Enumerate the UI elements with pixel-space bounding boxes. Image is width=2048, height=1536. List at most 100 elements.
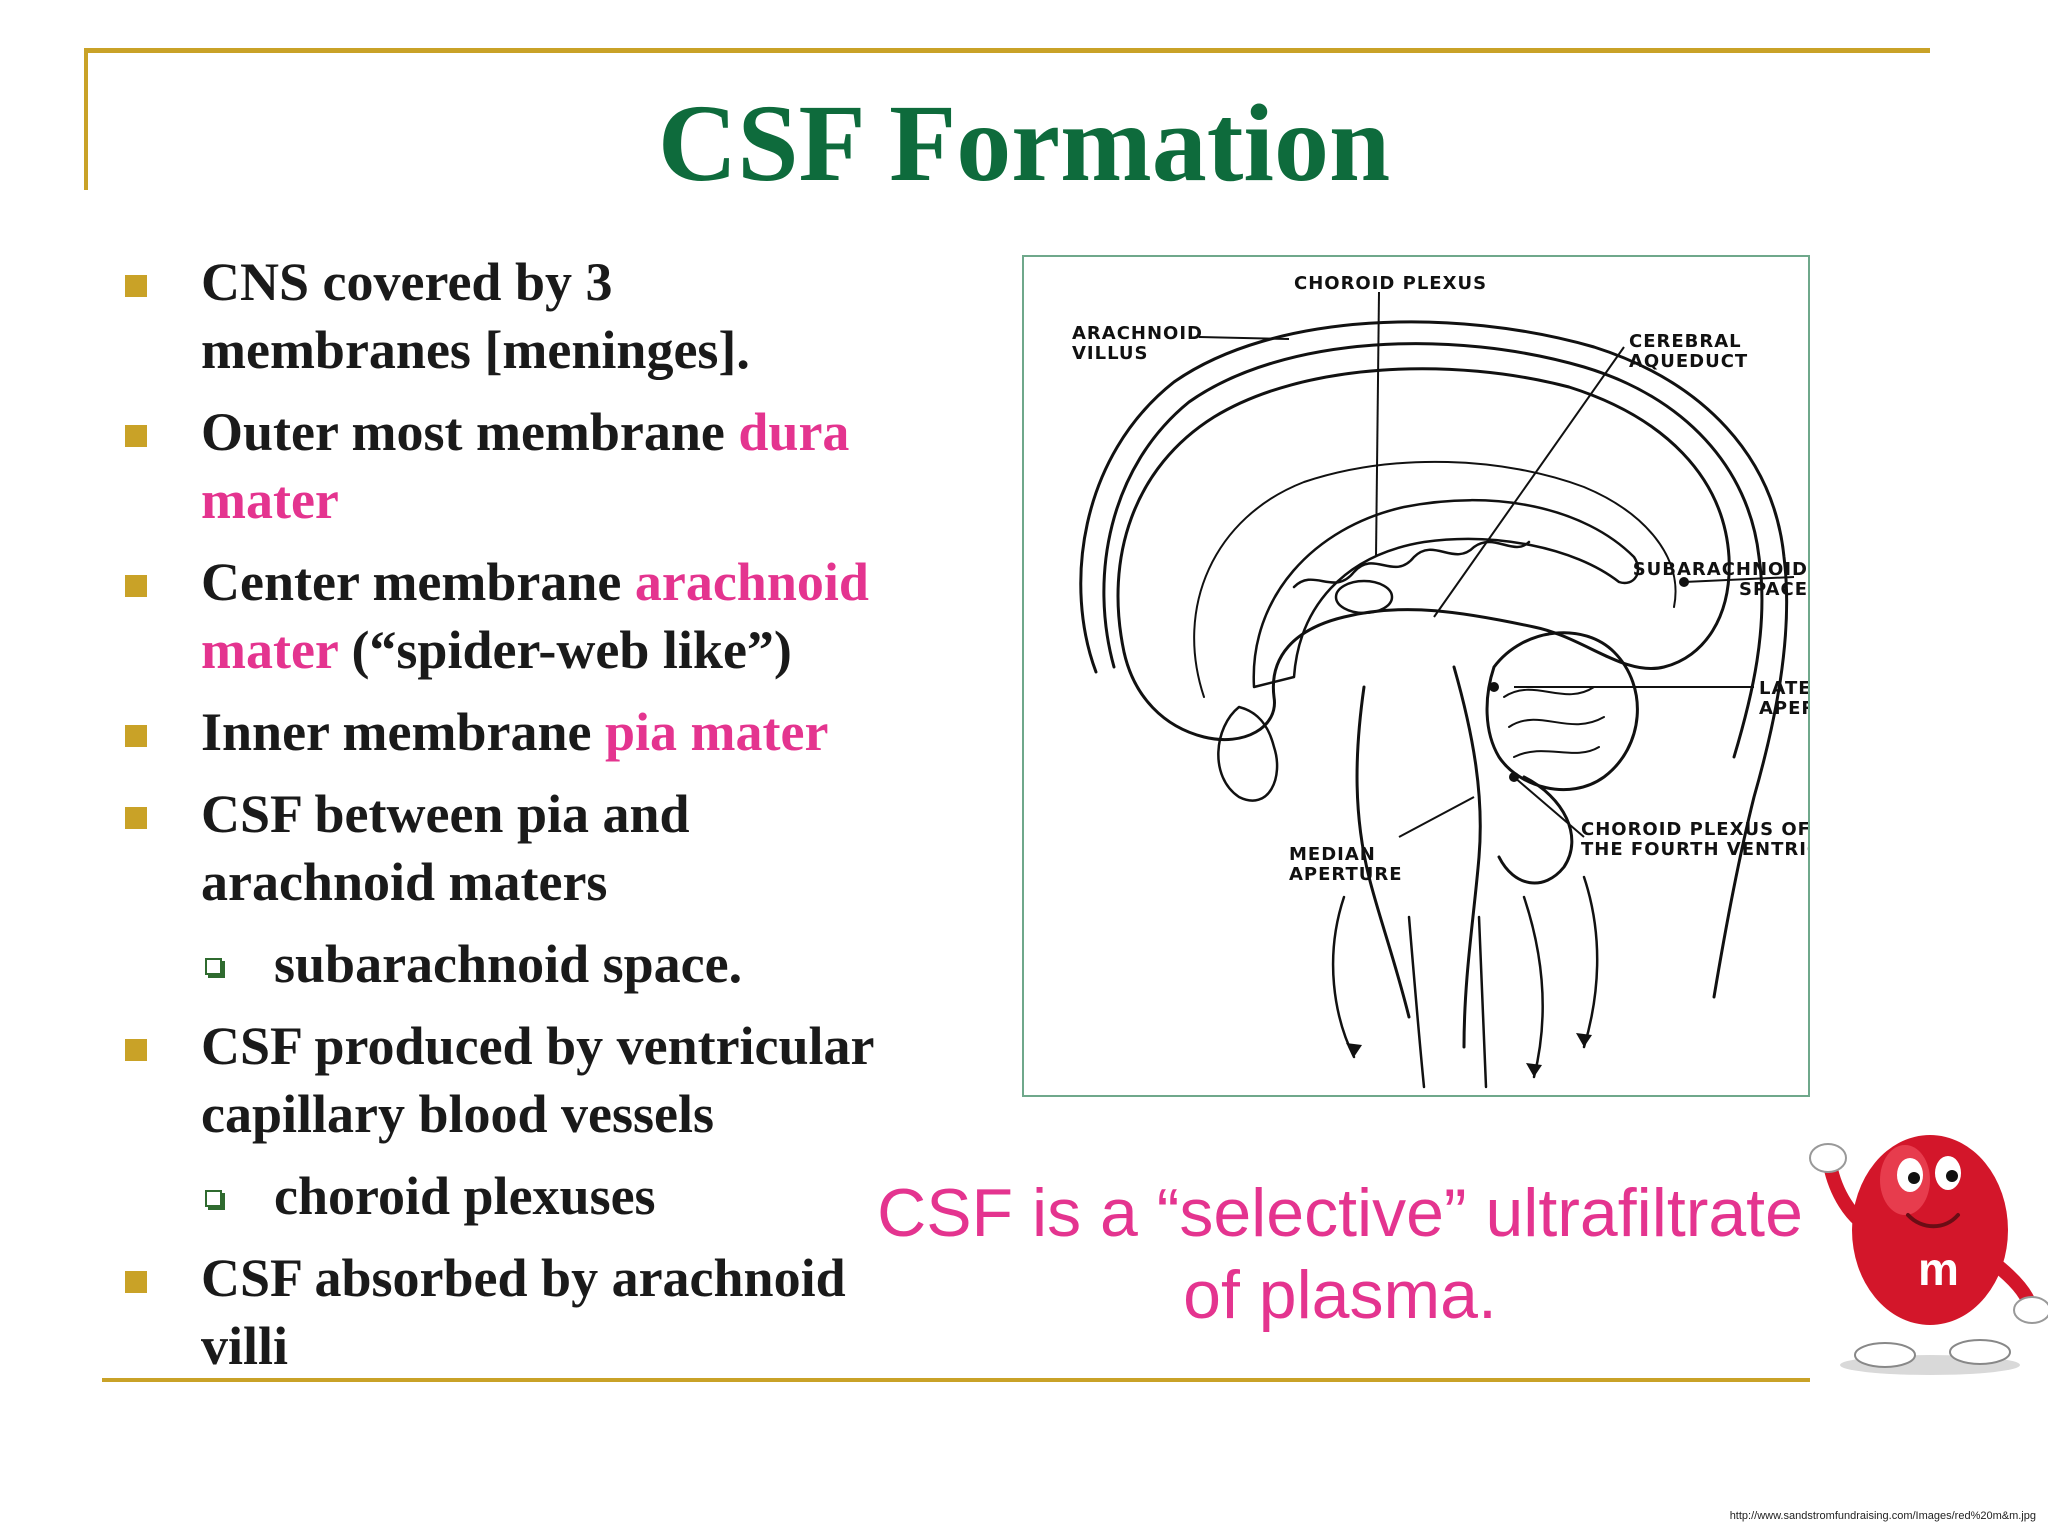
cerebellum-lower [1497,775,1574,885]
leader-line [1398,796,1475,838]
bullet-text: arachnoid maters [201,852,608,912]
leader-line [1375,291,1380,558]
bullet-item: Inner membrane pia mater [120,698,980,766]
highlight-term: mater [201,470,339,530]
label-lateral-aperture-2: APERTURE [1759,698,1808,719]
left-rule [84,48,88,190]
square-bullet-icon [125,575,147,597]
spinal-cord-right [1477,915,1488,1089]
bullet-item: Outer most membrane dura mater [120,398,980,534]
bullet-text: capillary blood vessels [201,1084,715,1144]
bullet-text: CSF produced by ventricular [201,1016,875,1076]
mascot-smile [1906,1213,1960,1229]
mascot-shoe-right [1949,1339,2011,1365]
square-bullet-icon [125,807,147,829]
mascot-body [1852,1135,2008,1325]
spinal-cord-left [1407,915,1426,1089]
mascot-glove-right [2013,1296,2048,1324]
mascot-pupil-left [1908,1172,1920,1184]
bullet-text: (“spider-web like”) [337,620,792,680]
leader-line [1513,776,1585,838]
flow-arrow [1582,875,1599,1049]
square-bullet-icon [125,425,147,447]
sub-bullet-text: choroid plexuses [274,1166,656,1226]
leader-line [1683,576,1795,583]
bullet-item: CSF absorbed by arachnoid villi [120,1244,980,1380]
square-bullet-icon [125,1039,147,1061]
leader-line [1433,346,1625,618]
choroid-plexus-line [1292,540,1531,589]
slide-title: CSF Formation [657,82,1391,204]
bullet-text: CNS covered by 3 [201,252,613,312]
mascot-shoe-left [1854,1342,1916,1368]
flow-arrow [1522,895,1544,1079]
skull-outline [1079,320,1789,999]
corpus-callosum [1252,498,1640,689]
bullet-text: CSF between pia and [201,784,690,844]
cerebellum [1485,631,1639,792]
csf-ultrafiltrate-note: CSF is a “selective” ultrafiltrate of pl… [860,1172,1820,1336]
top-rule [84,48,1930,53]
red-mm-mascot-image: m [1800,1080,2048,1380]
bullet-item: CSF produced by ventricular capillary bl… [120,1012,980,1148]
brain-csf-diagram: CHOROID PLEXUS ARACHNOID VILLUS CEREBRAL… [1022,255,1810,1097]
mascot-illustration: m [1809,1135,2048,1375]
arrowhead [1526,1063,1542,1077]
note-line: CSF is a “selective” ultrafiltrate [877,1175,1803,1251]
bullet-text: Inner membrane [201,702,605,762]
sinus [1217,705,1279,802]
aperture-dot [1489,682,1499,692]
hollow-square-bullet-icon [205,958,222,975]
bullet-item: CSF between pia and arachnoid maters [120,780,980,916]
brainstem-front [1452,665,1482,1049]
hollow-square-bullet-icon [205,1190,222,1207]
bullet-list: CNS covered by 3 membranes [meninges]. O… [120,248,980,1394]
label-median-aperture-1: MEDIAN [1289,844,1376,865]
arrowhead [1576,1033,1592,1047]
label-subarachnoid-space-1: SUBARACHNOID [1633,559,1808,580]
highlight-term: dura [738,402,850,462]
gyri-band [1193,460,1677,698]
cerebellum-folia [1503,686,1605,758]
label-cerebral-aqueduct-2: AQUEDUCT [1629,351,1748,372]
square-bullet-icon [125,275,147,297]
arrowhead [1346,1043,1362,1057]
cerebrum-outline [1116,367,1731,742]
label-subarachnoid-space-2: SPACE [1739,579,1808,600]
bullet-item: Center membrane arachnoid mater (“spider… [120,548,980,684]
highlight-term: pia mater [604,702,829,762]
bottom-rule [102,1378,1810,1382]
label-arachnoid-villus-2: VILLUS [1072,343,1149,364]
mascot-logo-letter: m [1918,1243,1959,1295]
label-lateral-aperture-1: LATERAL [1759,678,1808,699]
note-line: of plasma. [1183,1257,1497,1333]
bullet-item: CNS covered by 3 membranes [meninges]. [120,248,980,384]
highlight-term: arachnoid [634,552,869,612]
bullet-text: CSF absorbed by arachnoid [201,1248,846,1308]
image-source-url: http://www.sandstromfundraising.com/Imag… [1729,1510,2036,1522]
highlight-term: mater [201,620,338,680]
flow-arrow [1331,895,1356,1059]
bullet-text: Outer most membrane [201,402,739,462]
bullet-text: Center membrane [201,552,635,612]
leader-line [1198,336,1290,340]
label-cerebral-aqueduct-1: CEREBRAL [1629,331,1742,352]
sub-bullet-text: subarachnoid space. [274,934,743,994]
label-choroid-plexus: CHOROID PLEXUS [1294,273,1487,294]
label-choroid-fourth-2: THE FOURTH VENTRICLE [1581,839,1808,860]
label-choroid-fourth-1: CHOROID PLEXUS OF [1581,819,1808,840]
label-median-aperture-2: APERTURE [1289,864,1403,885]
label-arachnoid-villus-1: ARACHNOID [1072,323,1203,344]
bullet-text: villi [201,1316,289,1376]
brain-sagittal-illustration: CHOROID PLEXUS ARACHNOID VILLUS CEREBRAL… [1072,273,1808,1089]
sub-bullet-item: choroid plexuses [120,1162,980,1230]
bullet-text: membranes [meninges]. [201,320,750,380]
brainstem [1355,685,1411,1019]
skull-inner [1102,342,1764,759]
square-bullet-icon [125,1271,147,1293]
sub-bullet-item: subarachnoid space. [120,930,980,998]
square-bullet-icon [125,725,147,747]
mascot-glove-left [1809,1143,1847,1173]
thalamus [1334,579,1394,615]
mascot-pupil-right [1946,1170,1958,1182]
